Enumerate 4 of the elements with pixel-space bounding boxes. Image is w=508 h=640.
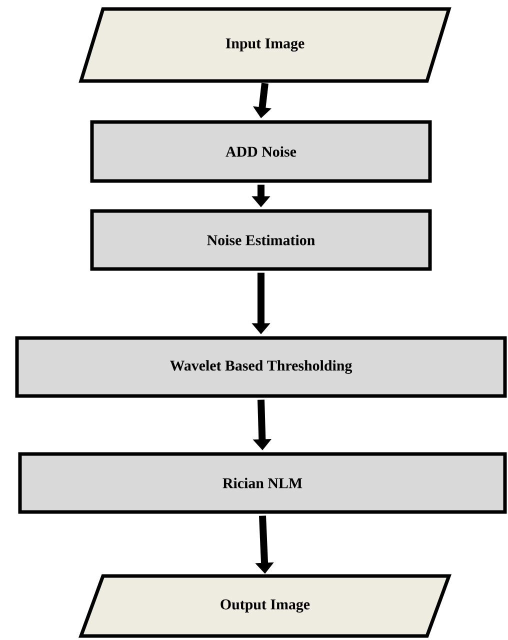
process-box: ADD Noise <box>90 120 432 183</box>
process-box: Noise Estimation <box>90 209 432 271</box>
process-box: Rician NLM <box>18 452 507 514</box>
process-box: Wavelet Based Thresholding <box>15 336 507 398</box>
